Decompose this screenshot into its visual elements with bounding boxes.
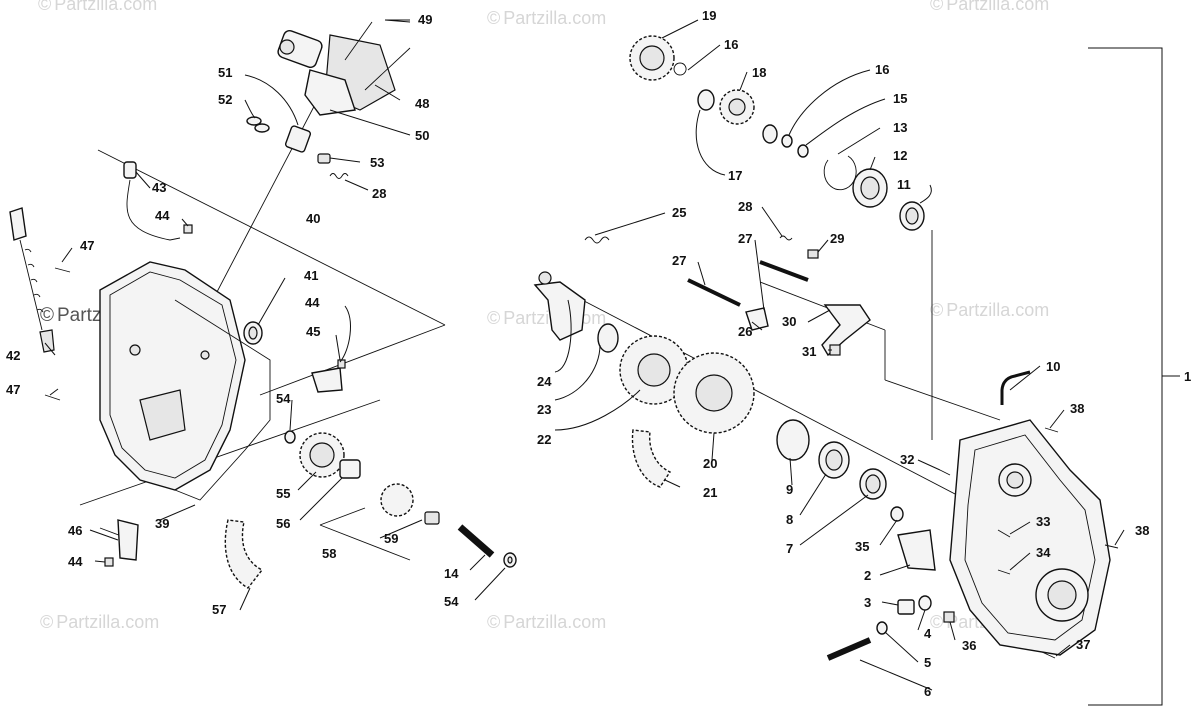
callout-1: 1: [1184, 369, 1191, 384]
callout-28: 28: [738, 199, 752, 214]
left-assembly: [9, 19, 517, 589]
callout-18: 18: [752, 65, 766, 80]
callout-38: 38: [1135, 523, 1149, 538]
callout-15: 15: [893, 91, 907, 106]
callout-58: 58: [322, 546, 336, 561]
callout-34: 34: [1036, 545, 1051, 560]
callout-2: 2: [864, 568, 871, 583]
callout-50: 50: [415, 128, 429, 143]
callout-48: 48: [415, 96, 429, 111]
callout-27: 27: [738, 231, 752, 246]
callout-16: 16: [875, 62, 889, 77]
callout-31: 31: [802, 344, 816, 359]
callout-49: 49: [418, 12, 432, 27]
callout-29: 29: [830, 231, 844, 246]
watermark: ©Partzilla.com: [930, 300, 1050, 320]
callout-55: 55: [276, 486, 290, 501]
right-assembly: [533, 35, 1180, 706]
callout-41: 41: [304, 268, 318, 283]
callout-14: 14: [444, 566, 459, 581]
callout-24: 24: [537, 374, 552, 389]
callout-23: 23: [537, 402, 551, 417]
callout-7: 7: [786, 541, 793, 556]
callout-59: 59: [384, 531, 398, 546]
callout-47: 47: [80, 238, 94, 253]
callout-28: 28: [372, 186, 386, 201]
callout-13: 13: [893, 120, 907, 135]
callout-17: 17: [728, 168, 742, 183]
callout-53: 53: [370, 155, 384, 170]
callout-26: 26: [738, 324, 752, 339]
watermark: ©Partzilla.com: [40, 612, 160, 632]
callout-44: 44: [155, 208, 170, 223]
watermark: ©Partzilla.com: [930, 0, 1050, 14]
callout-20: 20: [703, 456, 717, 471]
callout-43: 43: [152, 180, 166, 195]
callout-16: 16: [724, 37, 738, 52]
watermark: ©Partzilla.com: [487, 612, 607, 632]
callout-25: 25: [672, 205, 686, 220]
callout-42: 42: [6, 348, 20, 363]
callout-38: 38: [1070, 401, 1084, 416]
callout-39: 39: [155, 516, 169, 531]
watermark: ©Partzilla.com: [487, 8, 607, 28]
callout-47: 47: [6, 382, 20, 397]
callout-3: 3: [864, 595, 871, 610]
callout-56: 56: [276, 516, 290, 531]
callout-4: 4: [924, 626, 932, 641]
callout-35: 35: [855, 539, 869, 554]
callout-40: 40: [306, 211, 320, 226]
watermark: ©Partzilla.com: [38, 0, 158, 14]
callout-46: 46: [68, 523, 82, 538]
callout-8: 8: [786, 512, 793, 527]
callout-51: 51: [218, 65, 232, 80]
callout-54: 54: [276, 391, 291, 406]
callout-44: 44: [305, 295, 320, 310]
callout-10: 10: [1046, 359, 1060, 374]
callout-32: 32: [900, 452, 914, 467]
callout-21: 21: [703, 485, 717, 500]
callout-52: 52: [218, 92, 232, 107]
callout-44: 44: [68, 554, 83, 569]
callout-6: 6: [924, 684, 931, 699]
callout-45: 45: [306, 324, 320, 339]
callouts: 49 51 52 48 50 53 28 43 44 40 47 41 44 4…: [6, 8, 1191, 699]
callout-11: 11: [897, 177, 911, 192]
callout-30: 30: [782, 314, 796, 329]
callout-57: 57: [212, 602, 226, 617]
callout-12: 12: [893, 148, 907, 163]
leader-lines: [44, 19, 1125, 691]
callout-37: 37: [1076, 637, 1090, 652]
callout-19: 19: [702, 8, 716, 23]
callout-33: 33: [1036, 514, 1050, 529]
callout-9: 9: [786, 482, 793, 497]
shift-motor: [277, 29, 396, 116]
callout-36: 36: [962, 638, 976, 653]
callout-5: 5: [924, 655, 931, 670]
callout-22: 22: [537, 432, 551, 447]
callout-27: 27: [672, 253, 686, 268]
callout-54: 54: [444, 594, 459, 609]
